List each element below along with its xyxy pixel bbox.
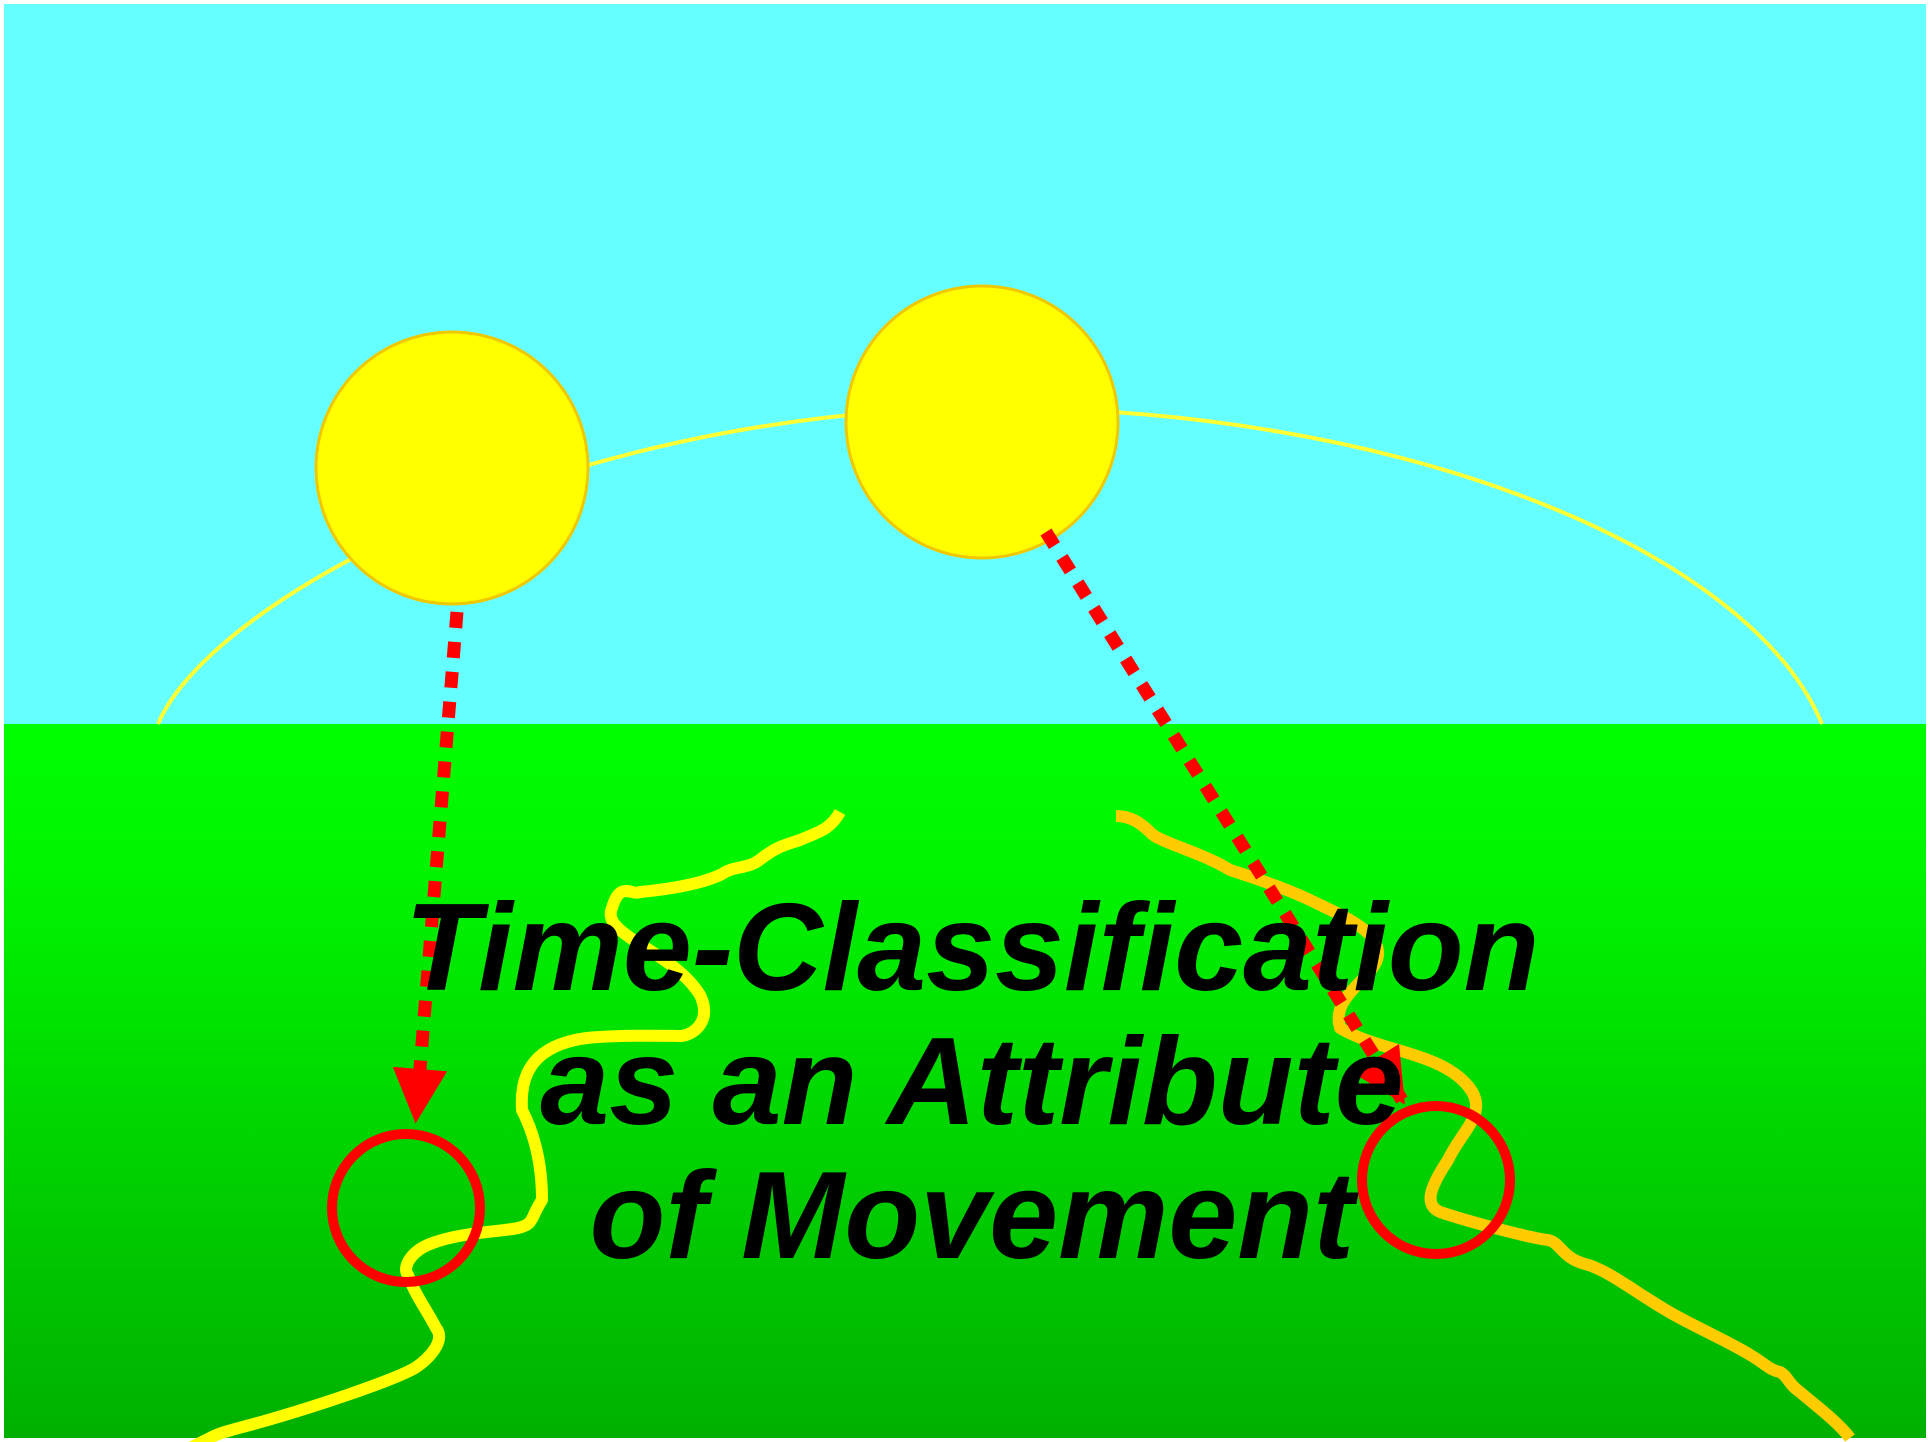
arrow-left-dashed — [392, 611, 464, 1124]
ground — [4, 724, 1926, 1438]
title-line-3: of Movement — [590, 1147, 1359, 1285]
diagram-title: Time-Classification as an Attribute of M… — [405, 879, 1540, 1285]
arrow-right-dashed — [1040, 528, 1408, 1105]
circle-marker-right-icon — [1357, 1101, 1515, 1259]
sun-right-icon — [844, 284, 1120, 560]
movement-path-left — [188, 808, 846, 1442]
circle-marker-left-icon — [327, 1129, 485, 1287]
movement-path-right — [1115, 810, 1855, 1442]
title-line-2: as an Attribute — [540, 1013, 1404, 1151]
title-line-1: Time-Classification — [405, 879, 1540, 1017]
sun-left-icon — [314, 330, 590, 606]
